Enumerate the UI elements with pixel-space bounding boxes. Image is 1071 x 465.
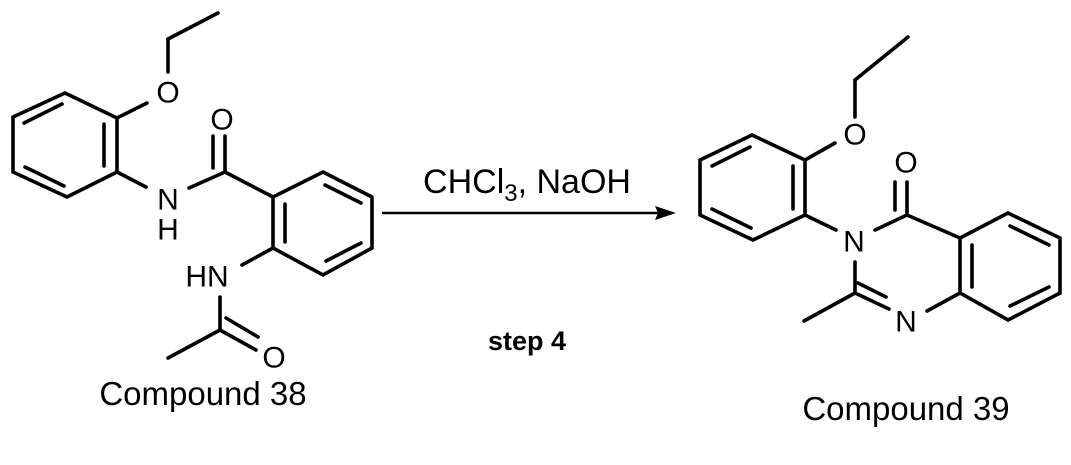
reaction-arrow [381, 206, 676, 220]
atom-n1: N [895, 306, 917, 339]
compound-38-structure: O O N H HN O [11, 11, 374, 375]
reaction-conditions: CHCl3, NaOH [423, 163, 631, 207]
atom-n3: N [843, 226, 865, 259]
atom-amide-nitrogen: N [157, 184, 179, 217]
atom-carbonyl-oxygen: O [894, 147, 917, 180]
atom-amide-hydrogen: H [157, 214, 179, 247]
atom-ether-oxygen-product: O [843, 119, 866, 152]
compound-39-structure: O O N N [698, 35, 1062, 339]
step-label: step 4 [488, 326, 566, 356]
atom-acetyl-oxygen: O [262, 342, 285, 375]
atom-acetamide-nh: HN [185, 261, 228, 294]
atom-amide-oxygen: O [210, 104, 233, 137]
atom-ether-oxygen: O [156, 77, 179, 110]
compound-39-label: Compound 39 [802, 390, 1009, 427]
compound-38-label: Compound 38 [99, 375, 306, 412]
